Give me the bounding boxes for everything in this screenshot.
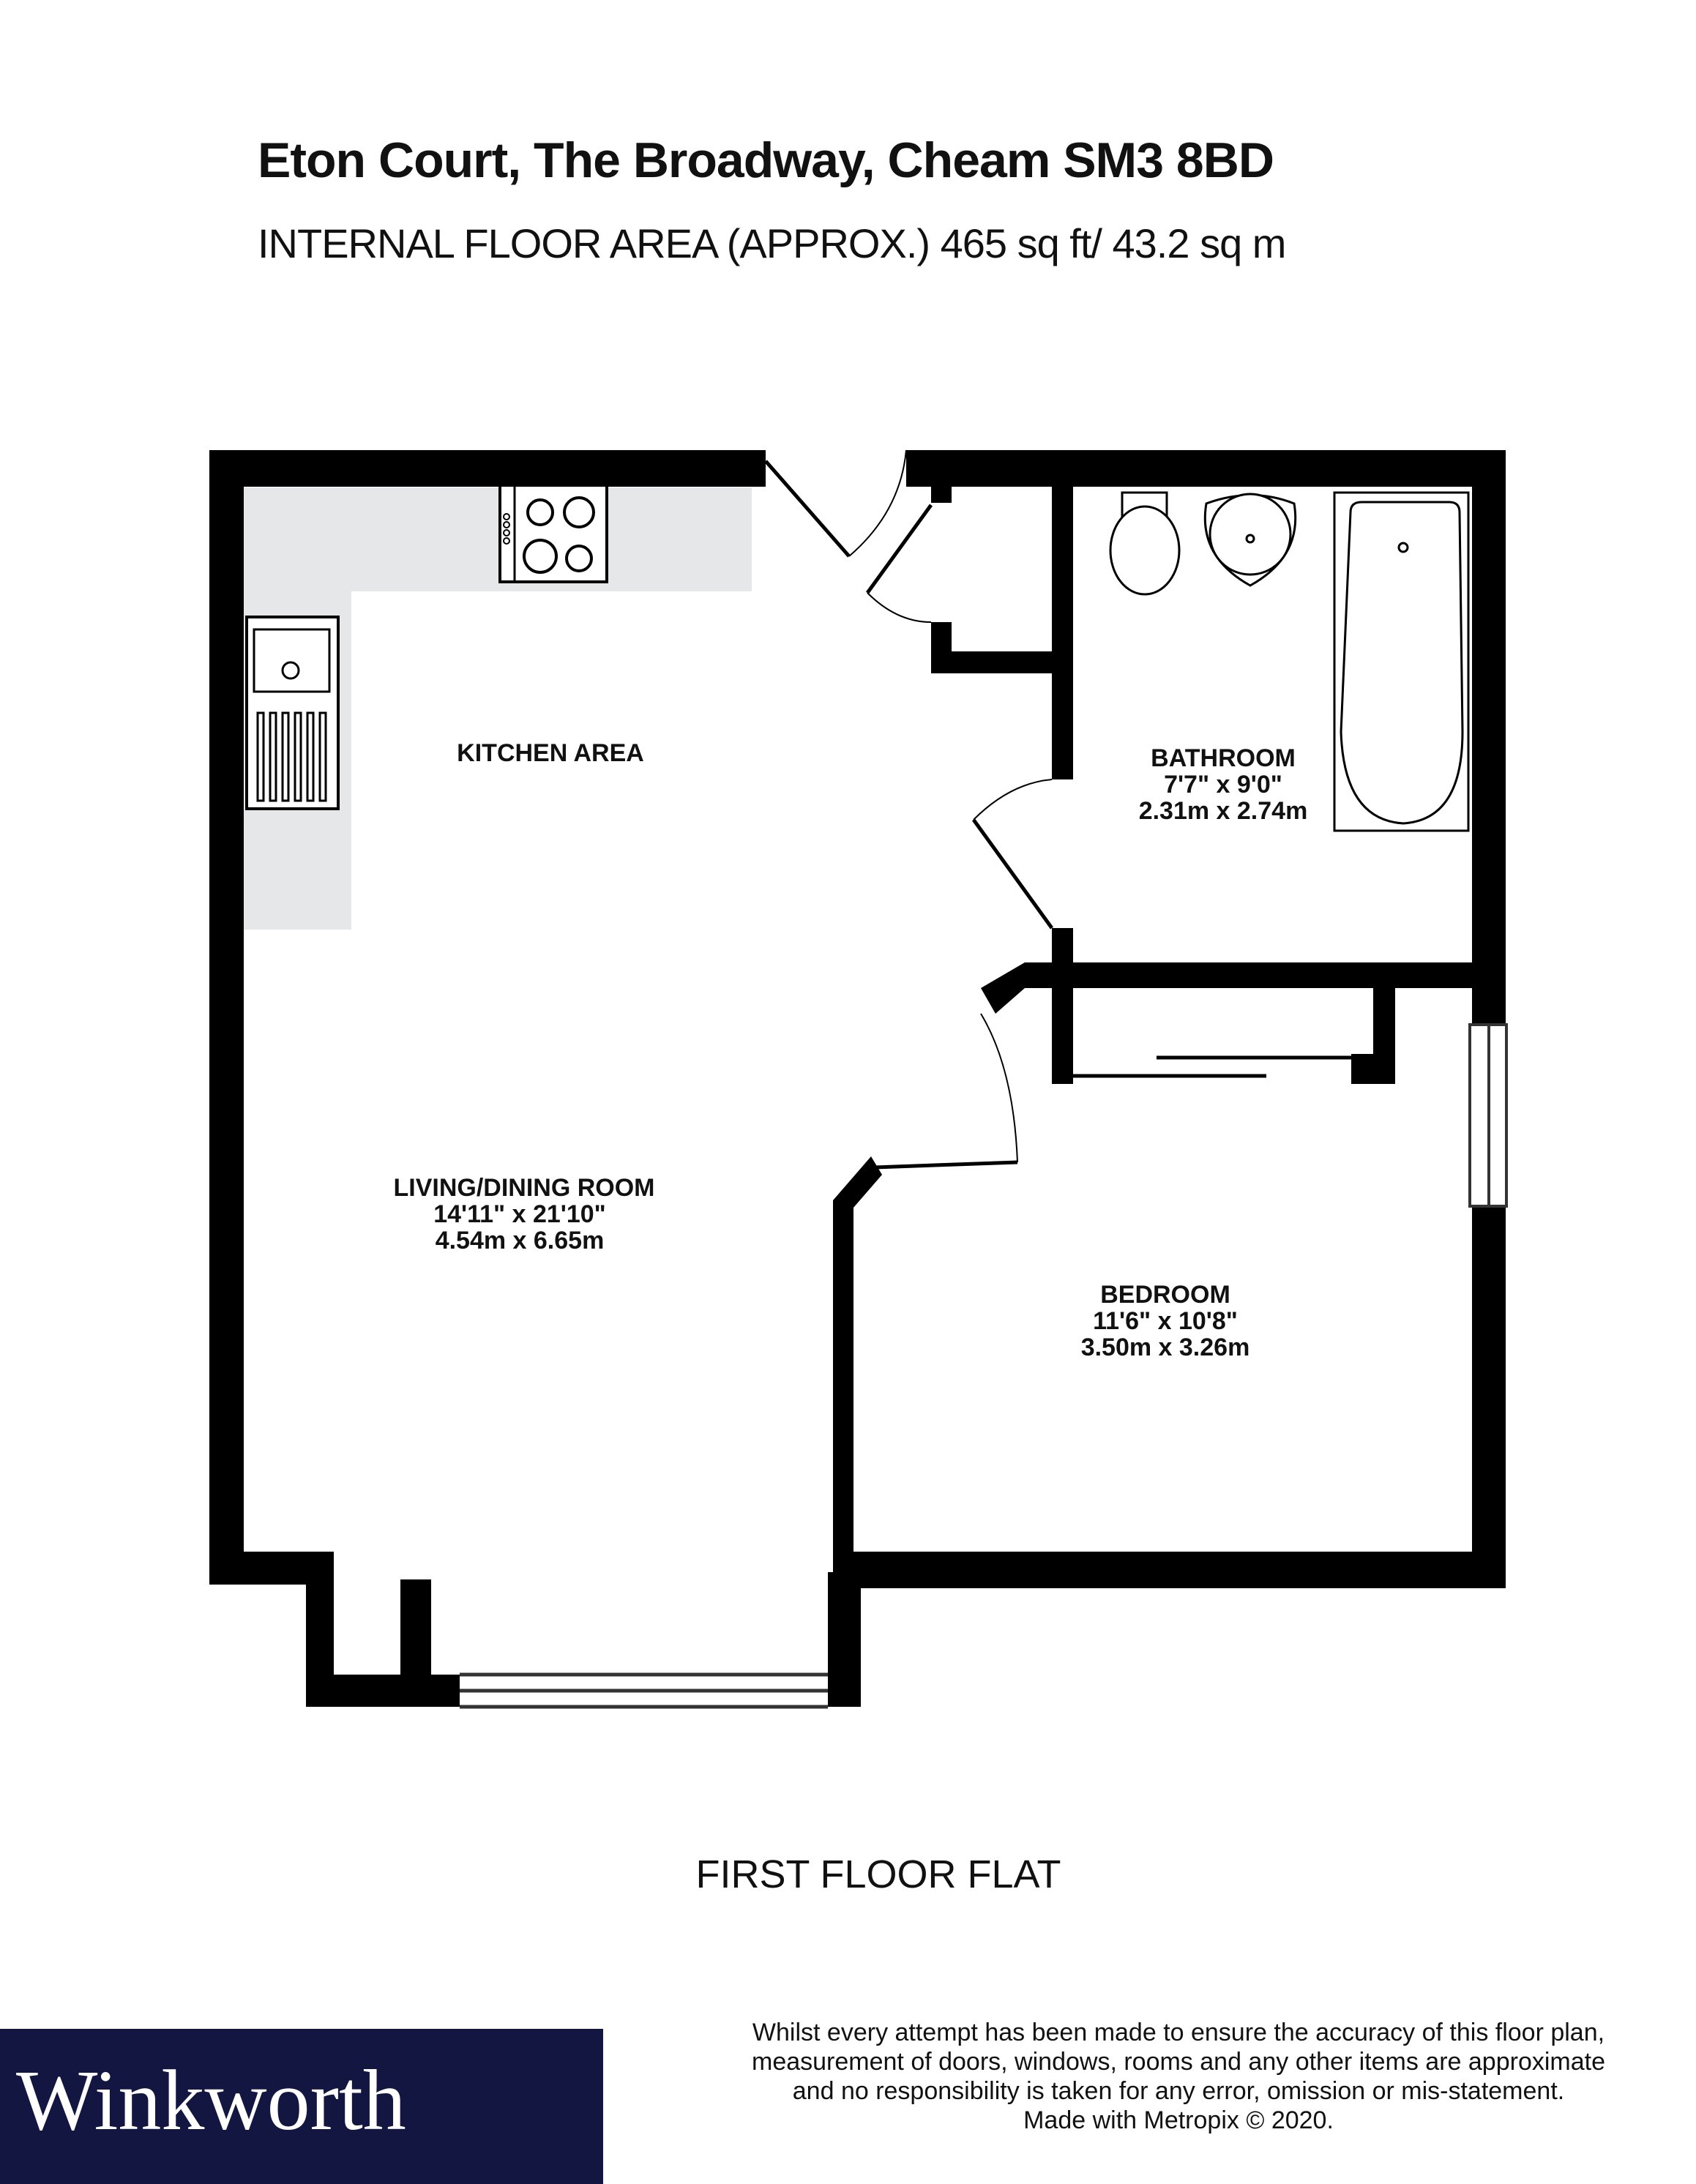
- hob-icon: [498, 484, 608, 583]
- room-metric-bedroom: 3.50m x 3.26m: [1081, 1334, 1250, 1361]
- floor-area: INTERNAL FLOOR AREA (APPROX.) 465 sq ft/…: [258, 220, 1286, 266]
- sink-icon: [245, 616, 340, 810]
- toilet-icon: [1109, 491, 1181, 596]
- brand-logo: Winkworth: [16, 2052, 406, 2148]
- basin-icon: [1203, 493, 1297, 587]
- room-name-bedroom: BEDROOM: [1100, 1281, 1230, 1309]
- window-bottom: [460, 1672, 828, 1709]
- floor-label: FIRST FLOOR FLAT: [695, 1852, 1061, 1896]
- disclaimer: Whilst every attempt has been made to en…: [688, 2018, 1669, 2135]
- disclaimer-line: Made with Metropix © 2020.: [1023, 2106, 1334, 2134]
- room-imperial-living: 14'11" x 21'10": [433, 1200, 606, 1228]
- room-name-kitchen: KITCHEN AREA: [457, 739, 644, 767]
- room-name-bathroom: BATHROOM: [1151, 744, 1296, 772]
- disclaimer-line: Whilst every attempt has been made to en…: [752, 2019, 1605, 2046]
- doors: [764, 449, 1351, 1170]
- room-metric-living: 4.54m x 6.65m: [436, 1227, 605, 1254]
- brand-banner: Winkworth: [0, 2029, 603, 2184]
- room-name-living: LIVING/DINING ROOM: [394, 1174, 655, 1202]
- property-address: Eton Court, The Broadway, Cheam SM3 8BD: [258, 132, 1274, 188]
- room-metric-bathroom: 2.31m x 2.74m: [1139, 797, 1308, 825]
- room-imperial-bedroom: 11'6" x 10'8": [1093, 1307, 1238, 1335]
- disclaimer-line: and no responsibility is taken for any e…: [792, 2077, 1565, 2105]
- room-imperial-bathroom: 7'7" x 9'0": [1164, 771, 1282, 799]
- bath-icon: [1333, 491, 1470, 832]
- disclaimer-line: measurement of doors, windows, rooms and…: [752, 2048, 1605, 2076]
- window-right: [1468, 1023, 1508, 1208]
- walls: [209, 450, 1506, 1707]
